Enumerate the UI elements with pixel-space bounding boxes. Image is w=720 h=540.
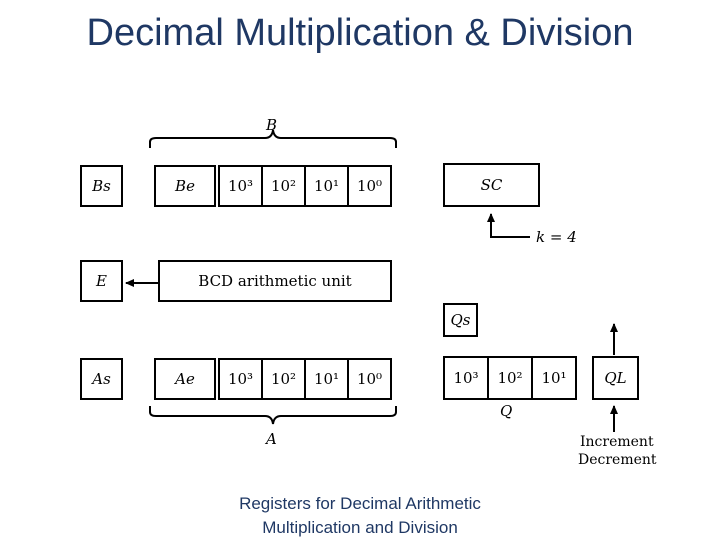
caption-line-1: Registers for Decimal Arithmetic [239, 494, 481, 513]
increment-label: Increment [580, 434, 654, 450]
register-e: E [80, 260, 123, 302]
arrow-k-to-sc [487, 213, 530, 238]
decrement-label: Decrement [578, 452, 657, 468]
register-as: As [80, 358, 123, 400]
register-b-label: B [266, 116, 278, 134]
register-q-digit: 10² [489, 358, 533, 398]
brace-a [149, 406, 397, 425]
register-q-digits: 10³ 10² 10¹ [443, 356, 577, 400]
register-q-label: Q [500, 402, 513, 420]
register-q-digit: 10¹ [541, 369, 567, 387]
register-a-digit: 10³ [220, 360, 263, 398]
register-a-digits: 10³ 10² 10¹ 10⁰ [218, 358, 392, 400]
register-b-digit: 10² [263, 167, 306, 205]
caption-line-2: Multiplication and Division [262, 518, 458, 537]
register-qs: Qs [443, 303, 478, 337]
page-title: Decimal Multiplication & Division [86, 12, 634, 54]
register-ql: QL [592, 356, 639, 400]
register-b-digit: 10¹ [306, 167, 349, 205]
register-q-digit: 10³ [445, 358, 489, 398]
sc-init-label: k = 4 [536, 228, 577, 246]
register-be: Be [154, 165, 216, 207]
bcd-arithmetic-unit: BCD arithmetic unit [158, 260, 392, 302]
register-b-digit: 10³ [220, 167, 263, 205]
register-a-label: A [266, 430, 277, 448]
brace-b [149, 129, 397, 148]
register-ae: Ae [154, 358, 216, 400]
register-a-digit: 10⁰ [356, 370, 383, 388]
register-b-digits: 10³ 10² 10¹ 10⁰ [218, 165, 392, 207]
sequence-counter: SC [443, 163, 540, 207]
register-bs: Bs [80, 165, 123, 207]
register-a-digit: 10² [263, 360, 306, 398]
register-a-digit: 10¹ [306, 360, 349, 398]
register-b-digit: 10⁰ [356, 177, 383, 195]
figure-caption: Registers for Decimal Arithmetic Multipl… [0, 492, 720, 540]
